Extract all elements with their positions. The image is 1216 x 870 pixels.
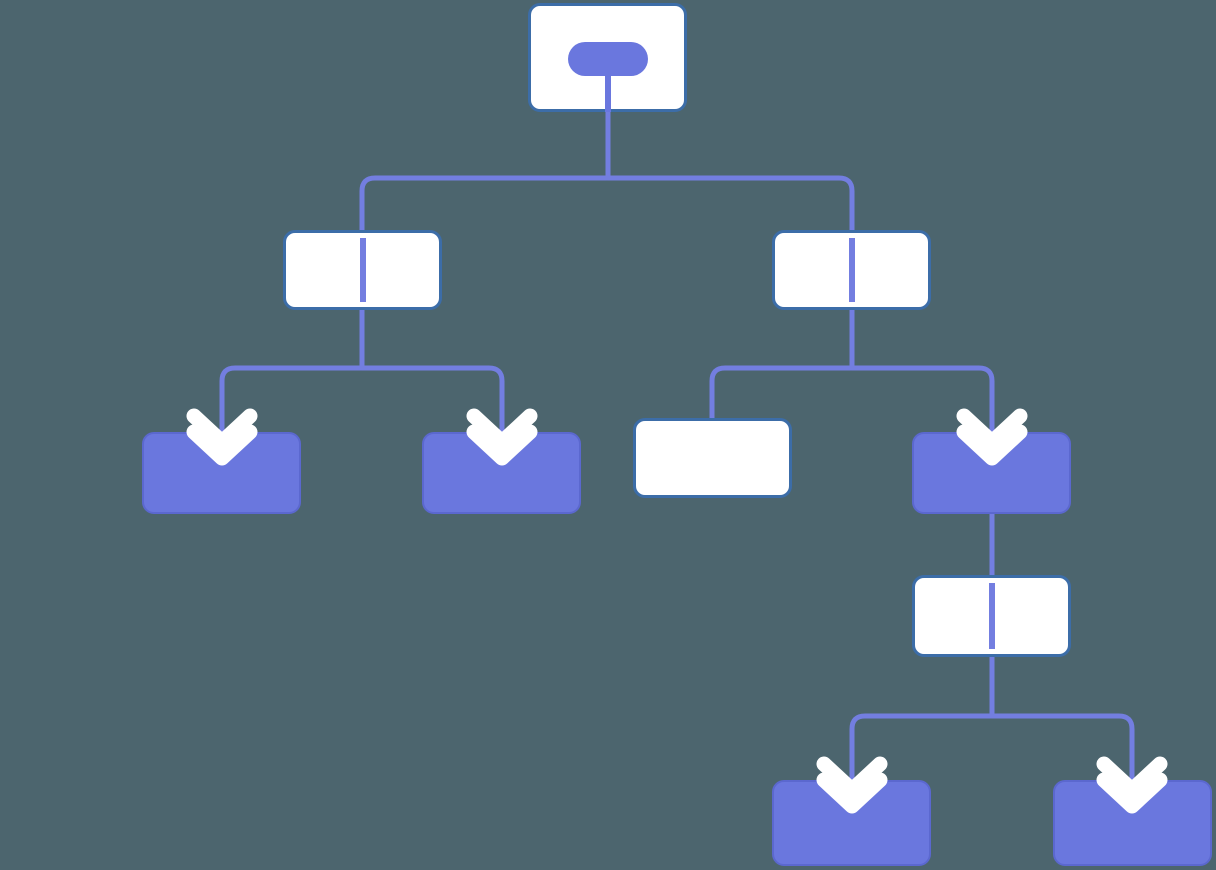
connector-edge bbox=[359, 310, 505, 432]
connector-edge bbox=[219, 310, 365, 432]
diagram-node-n3[interactable] bbox=[142, 432, 301, 514]
node-through-line bbox=[359, 238, 366, 302]
diagram-node-n6[interactable] bbox=[912, 432, 1071, 514]
diagram-node-n0[interactable] bbox=[528, 3, 687, 112]
root-pill-stem bbox=[605, 76, 611, 112]
diagram-node-n4[interactable] bbox=[422, 432, 581, 514]
connector-edge bbox=[849, 310, 995, 432]
connector-edge bbox=[849, 657, 995, 780]
node-through-line bbox=[848, 238, 855, 302]
diagram-node-n7[interactable] bbox=[912, 575, 1071, 657]
root-pill-badge[interactable] bbox=[568, 42, 648, 76]
diagram-node-n8[interactable] bbox=[772, 780, 931, 866]
connector-edge bbox=[989, 657, 1135, 780]
connector-edge bbox=[605, 112, 855, 230]
diagram-node-n5[interactable] bbox=[633, 418, 792, 498]
diagram-node-n2[interactable] bbox=[772, 230, 931, 310]
node-through-line bbox=[988, 583, 995, 649]
diagram-node-n1[interactable] bbox=[283, 230, 442, 310]
connector-edge bbox=[709, 310, 855, 418]
diagram-node-n9[interactable] bbox=[1053, 780, 1212, 866]
